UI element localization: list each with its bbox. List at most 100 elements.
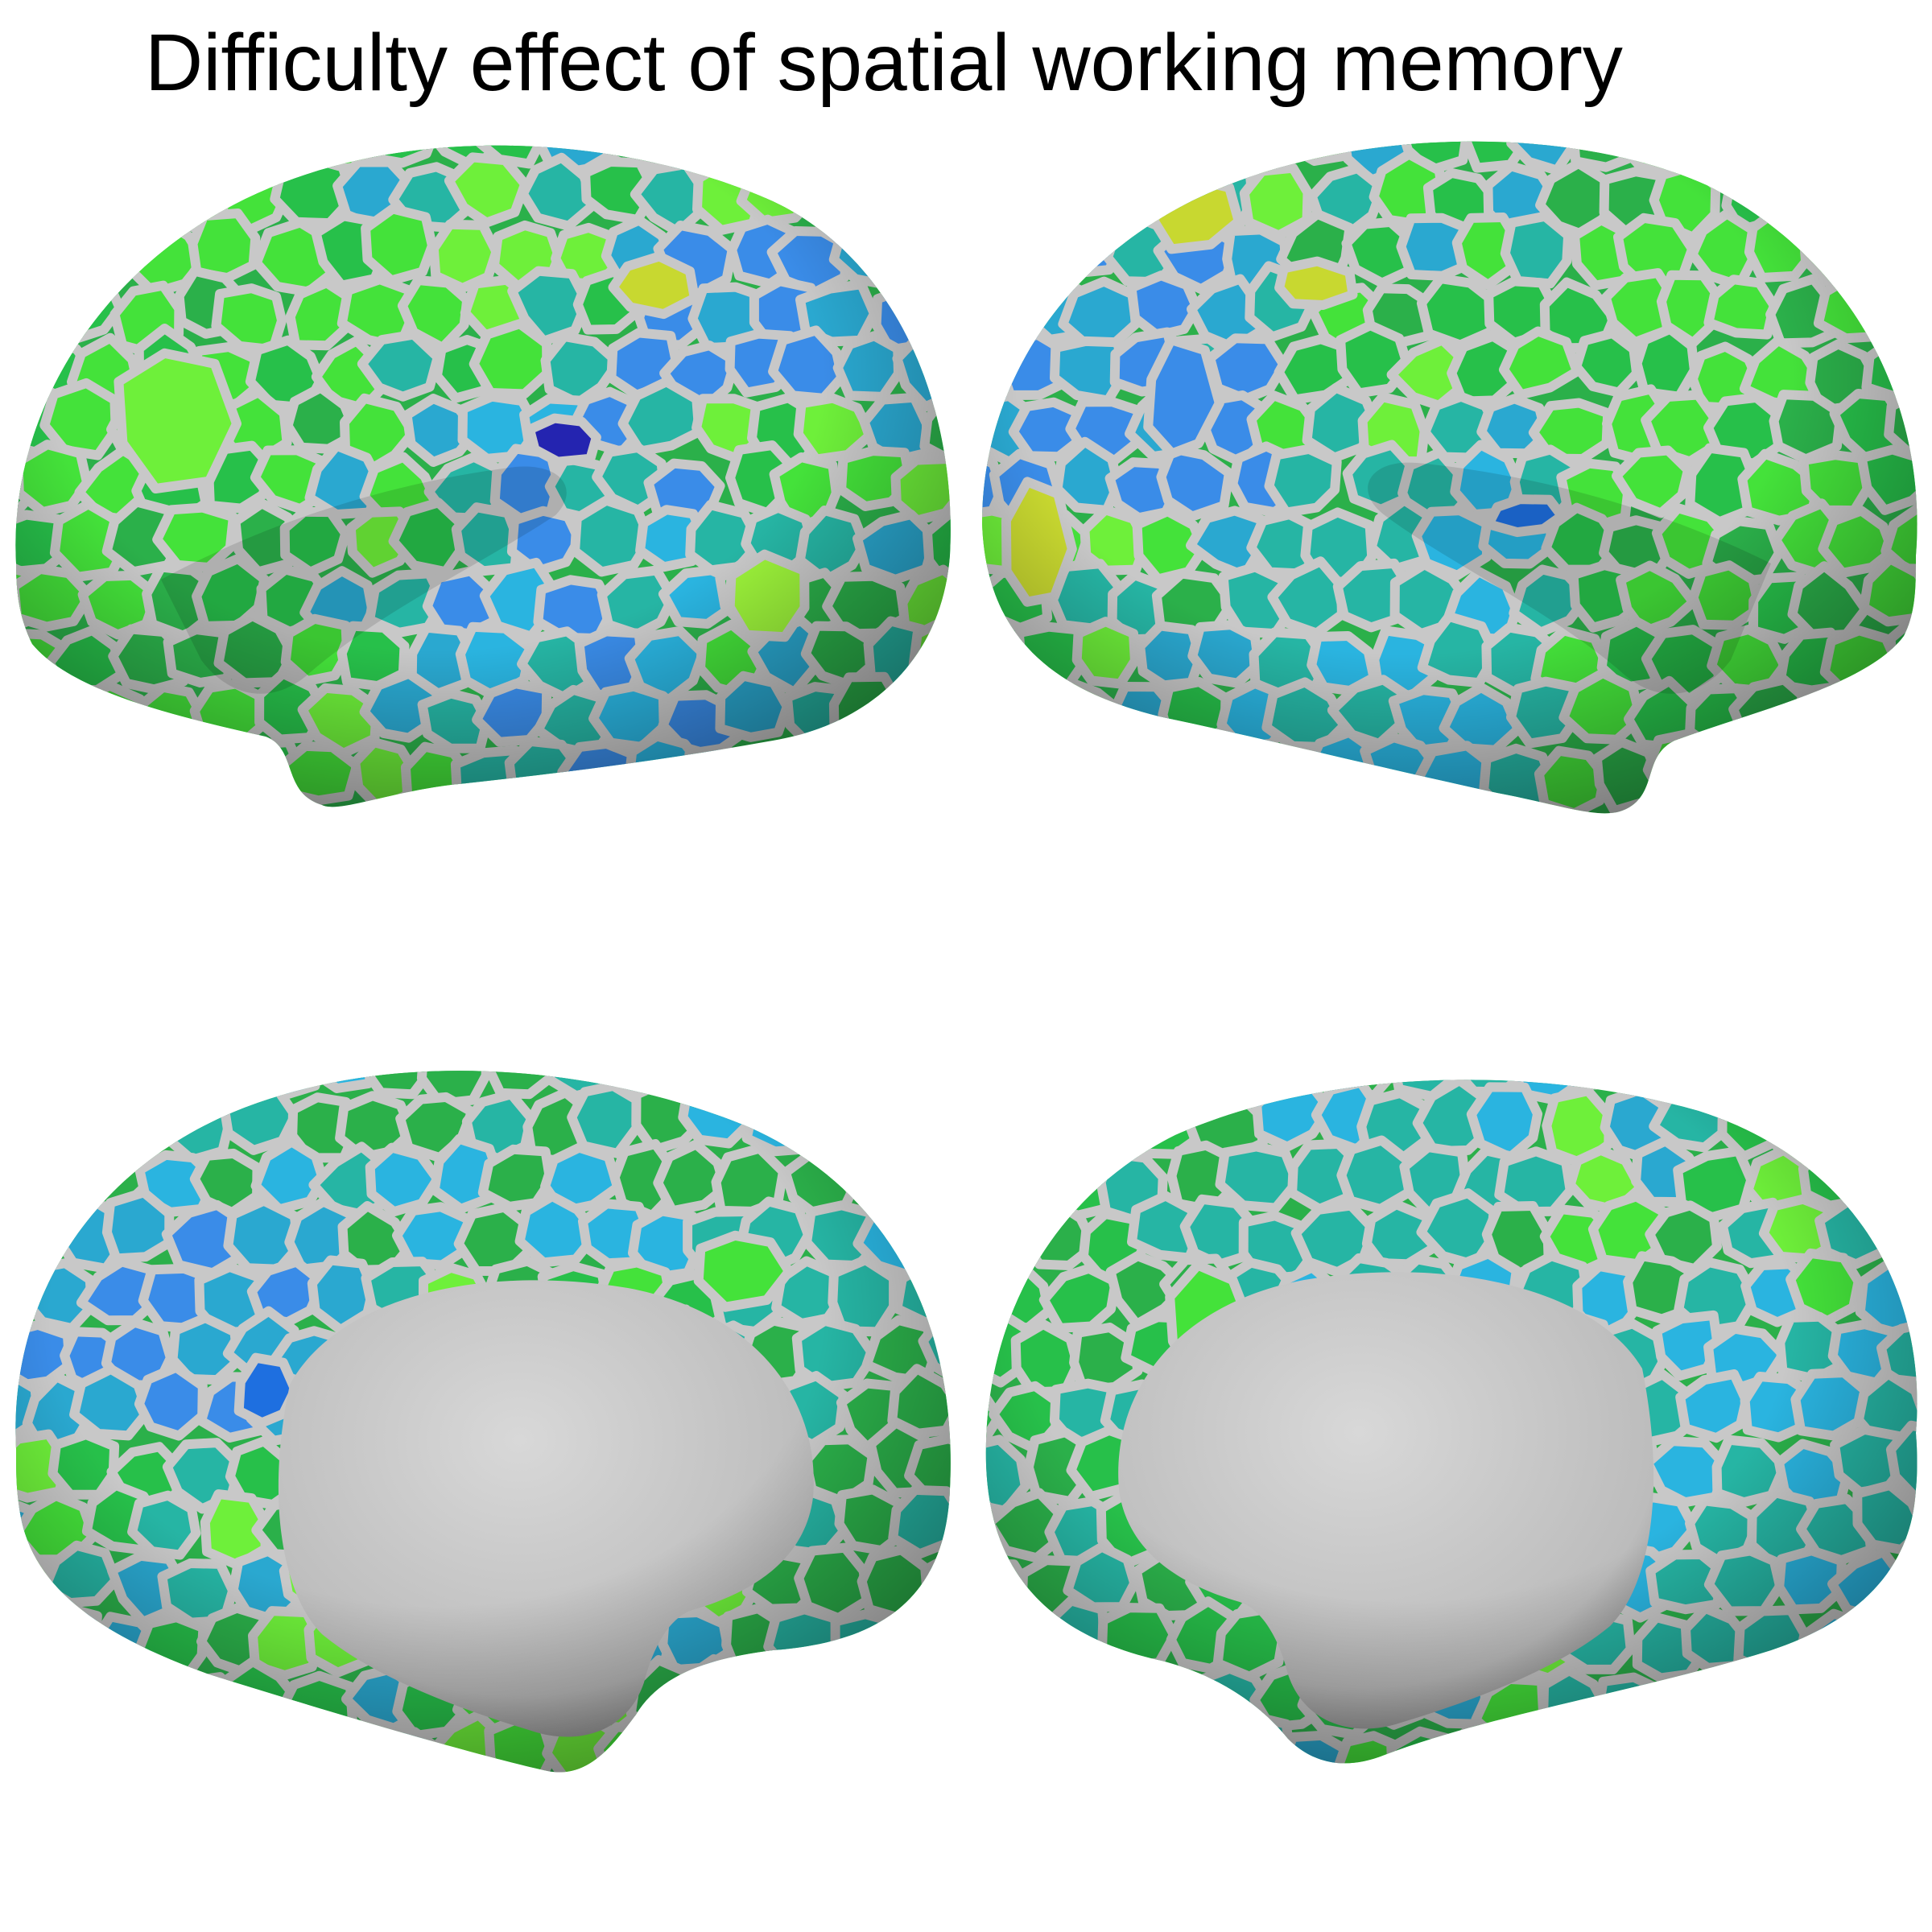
cortical-parcel xyxy=(985,1265,1001,1337)
cortical-parcel xyxy=(1105,141,1181,167)
cortical-parcel xyxy=(604,1071,676,1100)
cortical-parcel xyxy=(989,1716,1071,1764)
cortical-parcel xyxy=(309,1719,382,1773)
cortical-parcel xyxy=(767,1720,844,1773)
cortical-parcel xyxy=(849,738,932,807)
cortical-parcel xyxy=(247,145,330,171)
cortical-parcel xyxy=(1740,141,1819,180)
cortical-parcel xyxy=(806,151,889,228)
cortical-parcel xyxy=(653,1071,730,1098)
cortical-parcel xyxy=(167,736,240,802)
cortical-parcel xyxy=(15,266,58,343)
cortical-parcel xyxy=(1218,1080,1294,1096)
cortical-parcel xyxy=(1679,1723,1760,1764)
cortical-parcel xyxy=(1035,141,1124,177)
cortical-parcel xyxy=(1870,168,1918,233)
cortical-parcel xyxy=(708,1715,791,1773)
cortical-parcel xyxy=(15,728,61,807)
cortical-parcel xyxy=(985,1604,1061,1680)
cortical-parcel xyxy=(894,145,951,169)
cortical-parcel xyxy=(682,744,757,807)
cortical-parcel xyxy=(20,1603,102,1670)
cortical-parcel xyxy=(1079,161,1150,237)
cortical-parcel xyxy=(246,1724,324,1773)
cortical-parcel xyxy=(808,1662,887,1732)
cortical-parcel xyxy=(1860,1080,1918,1095)
cortical-parcel xyxy=(15,220,42,300)
cortical-parcel xyxy=(1446,1718,1527,1764)
cortical-parcel xyxy=(1158,1080,1239,1092)
cortical-parcel xyxy=(1850,1719,1918,1764)
cortical-parcel xyxy=(360,1727,444,1773)
cortical-parcel xyxy=(1680,141,1752,175)
cortical-parcel xyxy=(1657,1672,1737,1744)
cortical-parcel xyxy=(848,1078,926,1159)
cortical-parcel xyxy=(920,1547,951,1619)
cortical-parcel xyxy=(1799,141,1877,170)
cortical-parcel xyxy=(1067,1084,1146,1154)
cortical-parcel xyxy=(1623,1080,1693,1092)
cortical-parcel xyxy=(15,679,43,750)
cortical-parcel xyxy=(1138,730,1215,807)
cortical-parcel xyxy=(1795,1724,1868,1764)
cortical-parcel xyxy=(819,1071,902,1096)
cortical-parcel xyxy=(15,1662,74,1735)
left-medial-view xyxy=(15,1071,951,1773)
cortical-parcel xyxy=(991,676,1073,754)
cortical-parcel xyxy=(887,1599,951,1677)
cortical-parcel xyxy=(774,1071,844,1104)
cortical-parcel xyxy=(910,1077,951,1148)
cortical-parcel xyxy=(1045,1080,1119,1096)
cortical-parcel xyxy=(1769,155,1855,235)
cortical-parcel xyxy=(15,1265,39,1340)
cortical-parcel xyxy=(894,1728,951,1773)
cortical-parcel xyxy=(1091,1722,1170,1764)
cortical-parcel xyxy=(985,1081,1028,1153)
cortical-parcel xyxy=(1071,742,1150,814)
cortical-parcel xyxy=(1707,728,1785,806)
cortical-parcel xyxy=(1153,1727,1241,1764)
cortical-parcel xyxy=(15,320,34,394)
cortical-parcel xyxy=(917,1658,951,1735)
cortical-parcel xyxy=(15,161,56,238)
cortical-parcel xyxy=(898,689,951,764)
cortical-parcel xyxy=(1879,1666,1918,1739)
cortical-parcel xyxy=(15,1071,85,1101)
cortical-parcel xyxy=(916,740,951,807)
right-medial-view xyxy=(985,1080,1918,1764)
cortical-parcel xyxy=(1676,1080,1761,1096)
cortical-parcel xyxy=(118,1079,188,1153)
cortical-parcel xyxy=(1827,1091,1913,1166)
cortical-parcel xyxy=(810,743,883,807)
cortical-parcel xyxy=(914,155,951,225)
cortical-parcel xyxy=(73,1071,151,1095)
cortical-parcel xyxy=(103,1662,180,1737)
cortical-parcel xyxy=(1770,1655,1850,1731)
cortical-parcel xyxy=(982,668,1001,748)
cortical-parcel xyxy=(1853,1140,1918,1216)
cortical-parcel xyxy=(1121,1666,1207,1742)
cortical-parcel xyxy=(1831,157,1914,229)
cortical-parcel xyxy=(982,160,1027,229)
cortical-parcel xyxy=(100,159,179,242)
cortical-parcel xyxy=(1880,1192,1918,1269)
cortical-parcel xyxy=(1012,159,1084,229)
cortical-parcel xyxy=(23,145,105,182)
cortical-parcel xyxy=(15,1608,44,1683)
cortical-parcel xyxy=(1827,742,1896,814)
cortical-parcel xyxy=(1736,1080,1818,1100)
cortical-parcel xyxy=(1886,1092,1918,1161)
cortical-parcel xyxy=(1151,141,1239,178)
cortical-parcel xyxy=(1895,737,1918,808)
cortical-parcel xyxy=(50,1652,129,1727)
cortical-parcel xyxy=(1876,276,1918,352)
cortical-parcel xyxy=(15,145,33,184)
cortical-parcel xyxy=(54,1096,131,1166)
cortical-parcel xyxy=(712,145,791,179)
cortical-parcel xyxy=(1020,1088,1096,1166)
cortical-parcel xyxy=(989,141,1066,167)
cortical-parcel xyxy=(25,1135,104,1208)
cortical-parcel xyxy=(182,1071,270,1106)
cortical-parcel xyxy=(1179,748,1263,814)
cortical-parcel xyxy=(20,222,97,298)
